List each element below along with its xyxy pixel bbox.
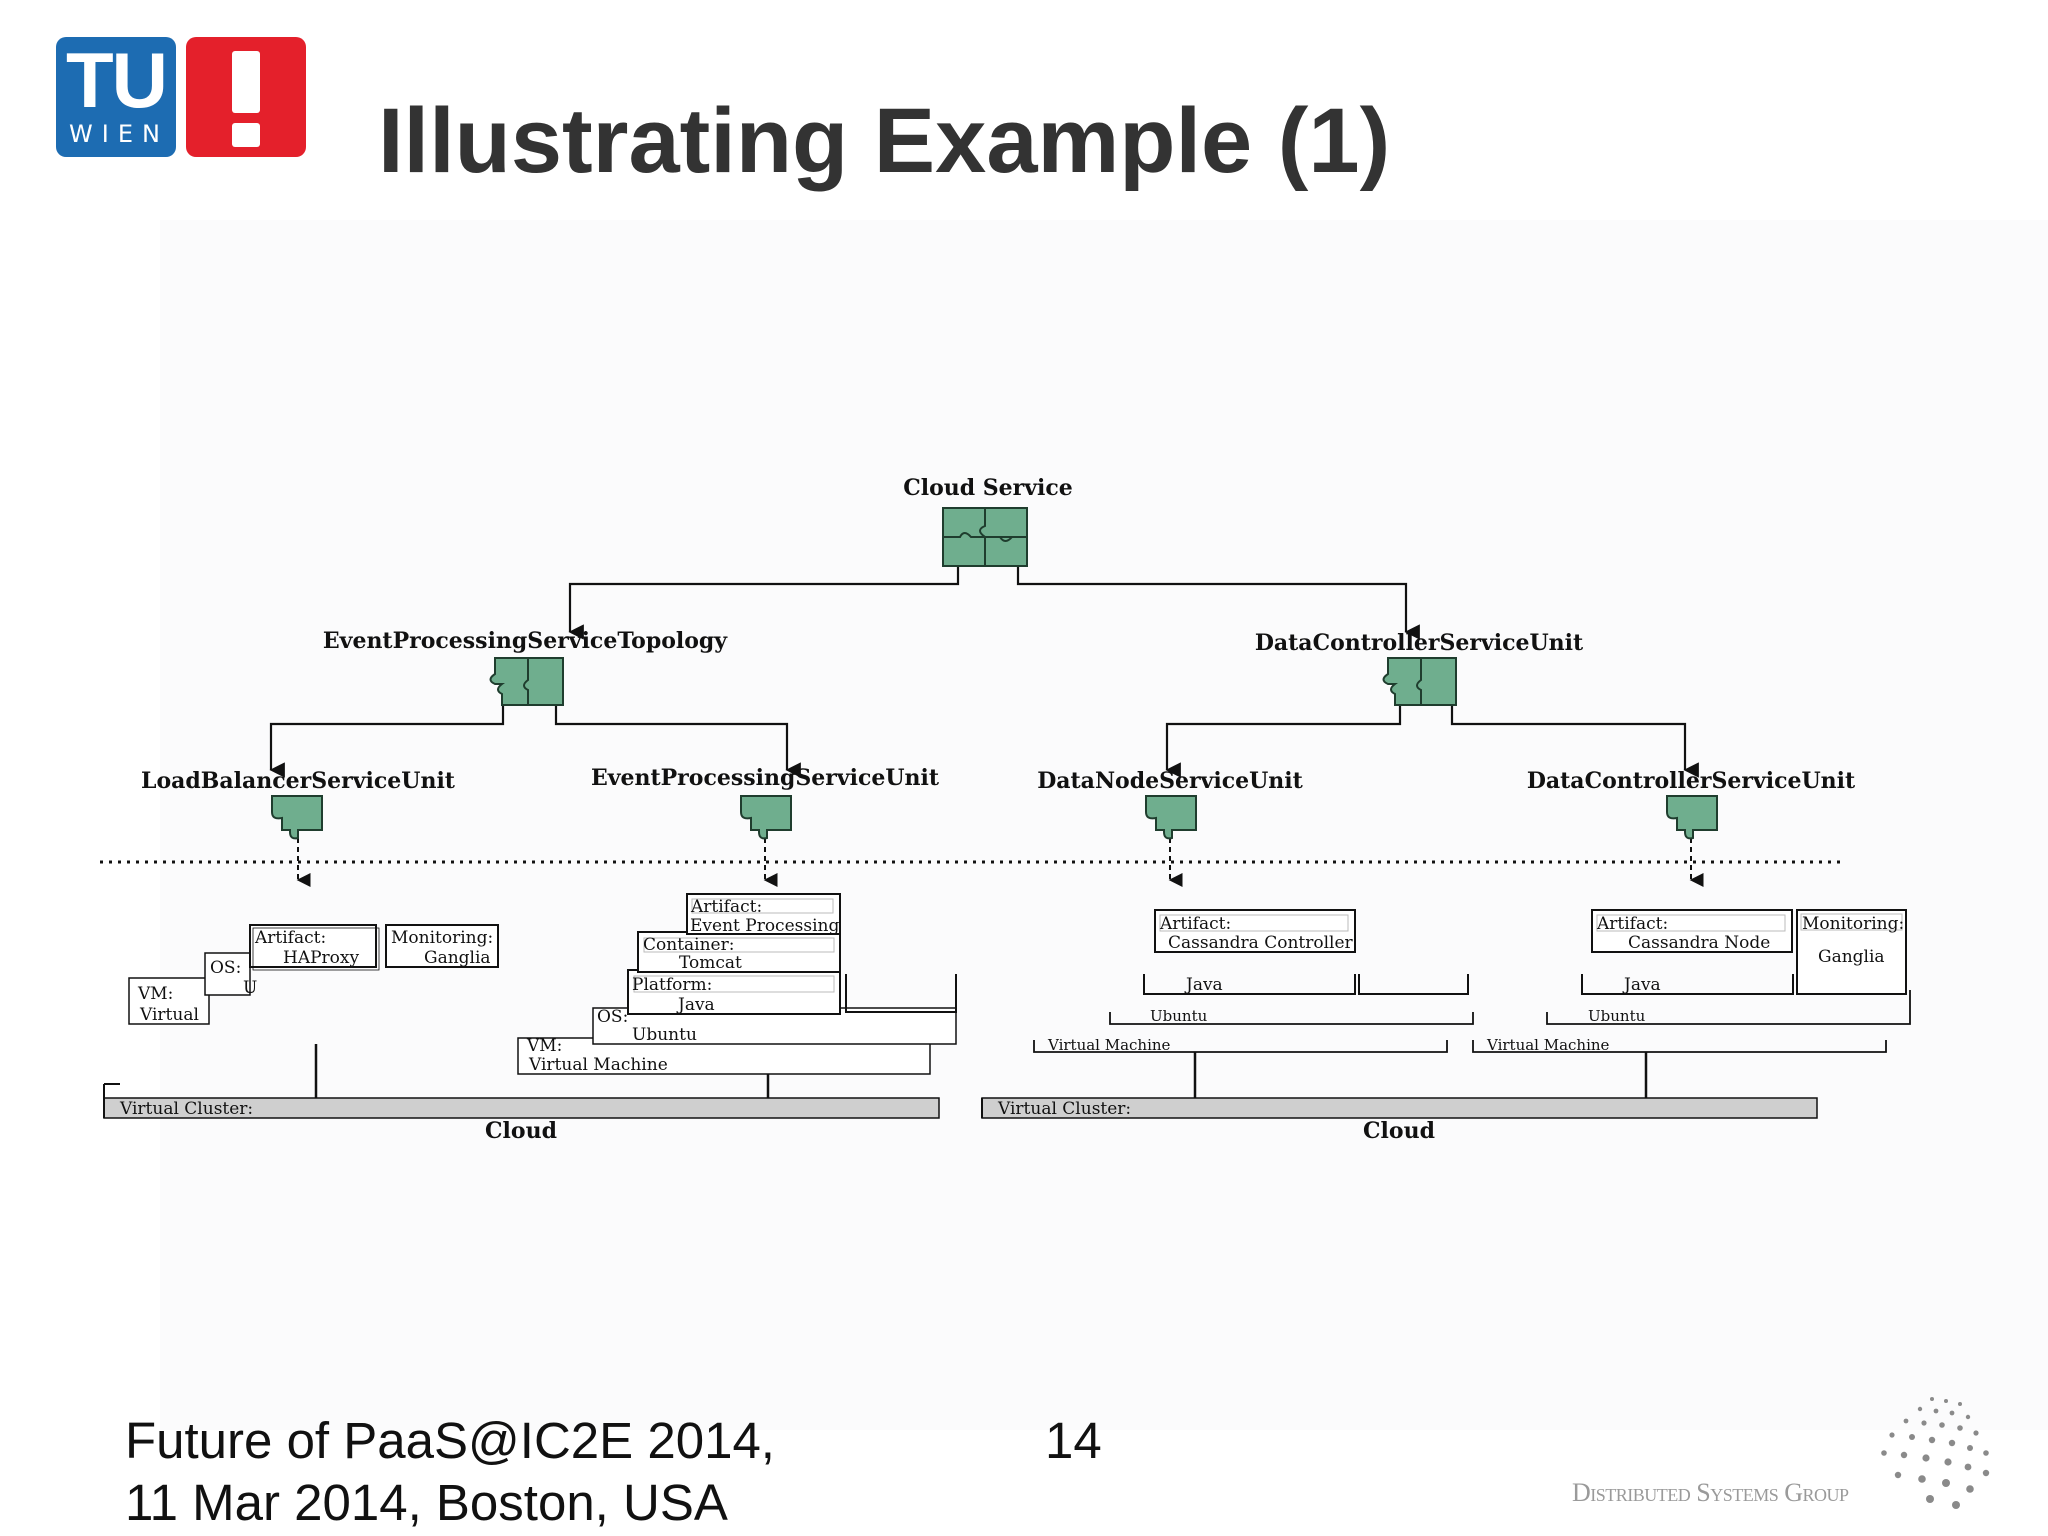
ep-container-value: Tomcat (679, 953, 742, 973)
tree-connectors (269, 560, 1699, 778)
exclamation-logo (186, 37, 306, 157)
ep-os-value: Ubuntu (632, 1025, 697, 1045)
footer-conference: Future of PaaS@IC2E 2014, 11 Mar 2014, B… (125, 1410, 775, 1534)
dn-artifact-label: Artifact: (1159, 914, 1231, 934)
lb-monitoring-label: Monitoring: (391, 928, 493, 948)
unit-puzzle-icons (271, 795, 1718, 840)
exclamation-icon (232, 51, 260, 147)
tu-logo-wien: WIEN (69, 120, 169, 148)
stack-eventprocessing: VM: Virtual Machine OS: Ubuntu Platform:… (517, 893, 957, 1098)
footer-conference-line2: 11 Mar 2014, Boston, USA (125, 1474, 728, 1531)
connector-root-right (1016, 560, 1420, 640)
cloud-service-puzzle-icon (942, 507, 1028, 567)
diagram-background (160, 220, 2048, 1430)
dc-platform-value: Java (1622, 975, 1661, 995)
lb-artifact-label: Artifact: (254, 928, 326, 948)
dc-os-value: Ubuntu (1588, 1007, 1646, 1025)
connector-root-left (568, 560, 960, 640)
cluster-right: Virtual Cluster: Cloud (981, 1097, 1818, 1144)
cluster-left: Virtual Cluster: Cloud (103, 1083, 940, 1144)
lb-vm-label: VM: (137, 984, 173, 1004)
tu-wien-logo: TU WIEN (56, 37, 176, 157)
lb-vm-value: Virtual (139, 1005, 199, 1025)
cluster-right-label: Virtual Cluster: (997, 1099, 1131, 1119)
datacontroller-puzzle-icon (1666, 795, 1718, 840)
loadbalancer-puzzle-icon (271, 795, 323, 840)
dc-artifact-label: Artifact: (1596, 914, 1668, 934)
connector-topology-eventprocessing (554, 703, 801, 778)
connector-datactrl-datacontroller (1450, 703, 1699, 778)
eventprocessing-puzzle-icon (740, 795, 792, 840)
topology-left-label: EventProcessingServiceTopology (323, 628, 728, 654)
dc-monitoring-label: Monitoring: (1802, 914, 1904, 934)
cluster-left-cloud: Cloud (485, 1118, 557, 1144)
ep-platform-value: Java (676, 995, 715, 1015)
ep-artifact-label: Artifact: (690, 897, 762, 917)
dn-platform-value: Java (1184, 975, 1223, 995)
stack-loadbalancer: VM: Virtual OS: U Artifact: HAProxy Moni… (128, 924, 499, 1098)
dn-os-value: Ubuntu (1150, 1007, 1208, 1025)
page-number: 14 (1045, 1412, 1102, 1469)
lb-monitoring-value: Ganglia (424, 948, 491, 968)
unit-eventprocessing-label: EventProcessingServiceUnit (591, 765, 940, 791)
ep-artifact-value: Event Processing (690, 916, 839, 936)
tu-logo-letters: TU (66, 36, 168, 124)
footer-conference-line1: Future of PaaS@IC2E 2014, (125, 1412, 775, 1469)
dc-vm-value: Virtual Machine (1486, 1036, 1610, 1054)
connector-datactrl-datanode (1165, 703, 1402, 778)
group-logo-dots-icon (1881, 1397, 1990, 1509)
group-logo-text: Distributed Systems Group (1572, 1478, 1849, 1507)
ep-vm-label: VM: (526, 1036, 562, 1056)
topology-right-label: DataControllerServiceUnit (1255, 630, 1584, 656)
stack-datanode: Virtual Machine Ubuntu Java Artifact: Ca… (1033, 909, 1474, 1098)
unit-to-stack-arrows (296, 838, 1704, 887)
lb-os-value: U (243, 978, 257, 998)
ep-platform-label: Platform: (632, 975, 712, 995)
dn-artifact-value: Cassandra Controller (1168, 933, 1354, 953)
unit-loadbalancer-label: LoadBalancerServiceUnit (141, 768, 456, 794)
dc-artifact-value: Cassandra Node (1628, 933, 1770, 953)
lb-os-label: OS: (210, 958, 241, 978)
connector-topology-loadbalancer (269, 703, 505, 778)
page-title: Illustrating Example (1) (378, 90, 1391, 192)
lb-artifact-value: HAProxy (283, 948, 359, 968)
root-label: Cloud Service (903, 475, 1073, 501)
dc-monitoring-value: Ganglia (1818, 947, 1885, 967)
ep-os-label: OS: (597, 1007, 628, 1027)
ep-vm-value: Virtual Machine (528, 1055, 668, 1075)
datanode-puzzle-icon (1145, 795, 1197, 840)
cluster-left-label: Virtual Cluster: (119, 1099, 253, 1119)
stack-datacontroller: Virtual Machine Ubuntu Java Artifact: Ca… (1472, 909, 1911, 1098)
unit-datanode-label: DataNodeServiceUnit (1037, 768, 1303, 794)
topology-left-puzzle-icon (489, 657, 564, 706)
topology-right-puzzle-icon (1382, 657, 1457, 706)
cluster-right-cloud: Cloud (1363, 1118, 1435, 1144)
unit-datacontroller-label: DataControllerServiceUnit (1527, 768, 1856, 794)
dn-vm-value: Virtual Machine (1047, 1036, 1171, 1054)
ep-container-label: Container: (643, 935, 734, 955)
